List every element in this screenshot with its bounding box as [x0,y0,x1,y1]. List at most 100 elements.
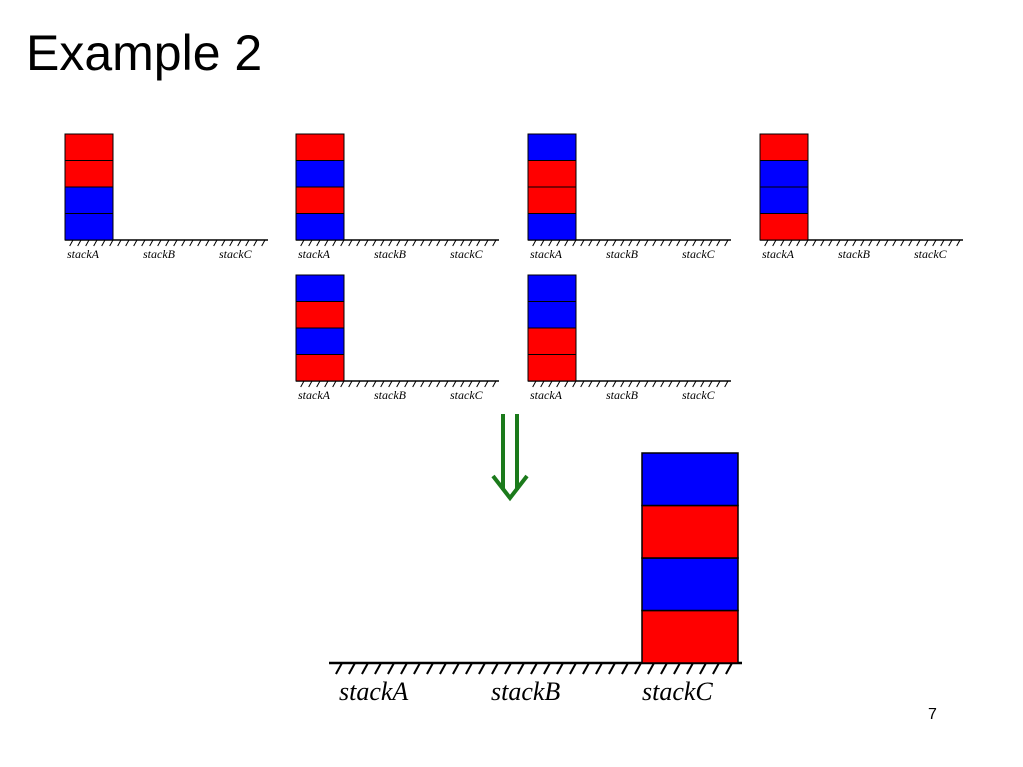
ground-hatch [812,239,817,247]
ground-hatch [884,239,889,247]
ground-hatch [530,662,538,675]
ground-hatch [692,380,697,388]
ground-hatch [900,239,905,247]
ground-hatch [700,380,705,388]
ground-hatch [860,239,865,247]
ground-hatch [556,239,561,247]
ground-hatch [916,239,921,247]
ground-hatch [628,239,633,247]
block-blue [527,301,577,329]
ground-hatch [504,662,512,675]
ground-hatch [548,239,553,247]
ground-hatch [844,239,849,247]
block-blue [527,133,577,161]
ground-hatch [636,239,641,247]
ground-hatch [253,239,258,247]
ground-hatch [229,239,234,247]
ground-hatch [572,239,577,247]
ground-hatch [436,380,441,388]
block-blue [64,213,114,241]
ground-hatch [484,380,489,388]
ground-hatch [908,239,913,247]
ground-hatch [374,662,382,675]
ground-hatch [764,239,769,247]
ground-hatch [261,239,266,247]
ground-hatch [924,239,929,247]
stack-label-stackA: stackA [67,247,100,261]
ground-hatch [77,239,82,247]
block-red [295,186,345,214]
ground-hatch [444,380,449,388]
stack-label-stackA: stackA [530,247,563,261]
ground-hatch [676,380,681,388]
ground-hatch [580,239,585,247]
ground-hatch [772,239,777,247]
block-red [759,133,809,161]
ground-hatch [396,239,401,247]
ground-hatch [569,662,577,675]
ground-hatch [452,662,460,675]
ground-hatch [476,380,481,388]
ground-hatch [468,380,473,388]
ground-hatch [324,380,329,388]
ground-hatch [340,380,345,388]
stack-label-stackC: stackC [219,247,253,261]
block-red [295,301,345,329]
stack-label-stackC: stackC [450,388,484,402]
ground-hatch [428,239,433,247]
stack-label-stackB: stackB [606,247,639,261]
block-red [64,160,114,188]
ground-hatch [426,662,434,675]
block-blue [295,274,345,302]
ground-hatch [634,662,642,675]
ground-hatch [332,380,337,388]
ground-hatch [532,380,537,388]
ground-hatch [420,380,425,388]
ground-hatch [428,380,433,388]
ground-hatch [612,380,617,388]
ground-hatch [300,239,305,247]
slide-title: Example 2 [26,25,263,81]
double-down-arrow-icon [491,414,529,502]
block-blue [641,452,739,507]
ground-hatch [400,662,408,675]
block-blue [527,213,577,241]
ground-hatch [412,380,417,388]
stack-label-stackC: stackC [450,247,484,261]
ground-hatch [543,662,551,675]
ground-hatch [876,239,881,247]
ground-hatch [205,239,210,247]
ground-hatch [460,239,465,247]
ground-hatch [660,239,665,247]
block-blue [759,160,809,188]
ground-hatch [300,380,305,388]
ground-hatch [316,239,321,247]
ground-hatch [628,380,633,388]
stack-label-stackC: stackC [682,388,716,402]
ground-hatch [412,239,417,247]
ground-hatch [308,239,313,247]
ground-hatch [556,662,564,675]
ground-hatch [708,380,713,388]
ground-hatch [439,662,447,675]
block-blue [64,186,114,214]
ground-hatch [492,380,497,388]
ground-hatch [517,662,525,675]
ground-hatch [181,239,186,247]
ground-hatch [796,239,801,247]
ground-hatch [725,662,733,675]
block-red [527,327,577,355]
ground-hatch [588,380,593,388]
ground-hatch [332,239,337,247]
ground-hatch [348,239,353,247]
ground-hatch [308,380,313,388]
ground-hatch [491,662,499,675]
page-number: 7 [928,706,937,723]
ground-hatch [716,380,721,388]
block-red [64,133,114,161]
ground-hatch [165,239,170,247]
